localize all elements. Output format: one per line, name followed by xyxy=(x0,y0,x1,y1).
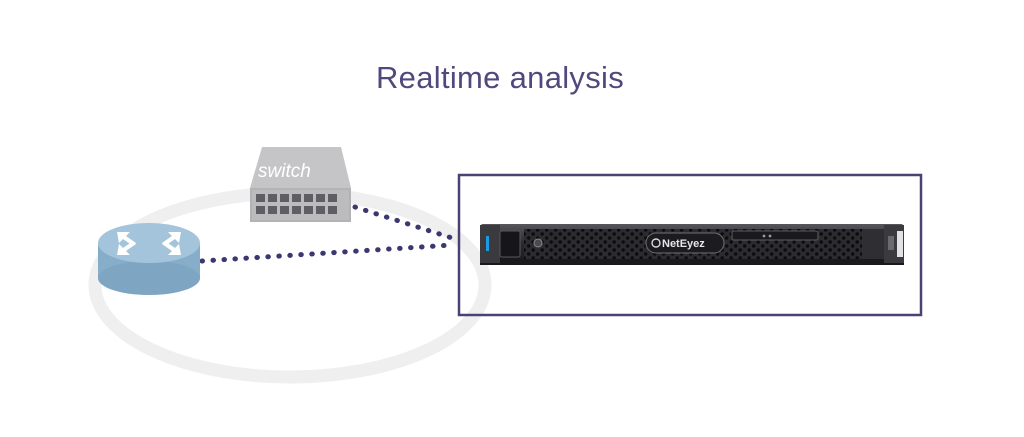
router xyxy=(98,223,200,295)
rack-server-icon: NetEyez xyxy=(480,224,904,265)
switch-label: switch xyxy=(258,161,311,182)
appliance-frame xyxy=(457,173,923,317)
appliance-brand-label: NetEyez xyxy=(662,238,705,250)
router-link xyxy=(199,242,455,264)
router-arrows-icon xyxy=(117,232,181,255)
network-switch: switch xyxy=(250,147,351,222)
switch-ports xyxy=(256,194,337,214)
page-title: Realtime analysis xyxy=(375,60,625,95)
